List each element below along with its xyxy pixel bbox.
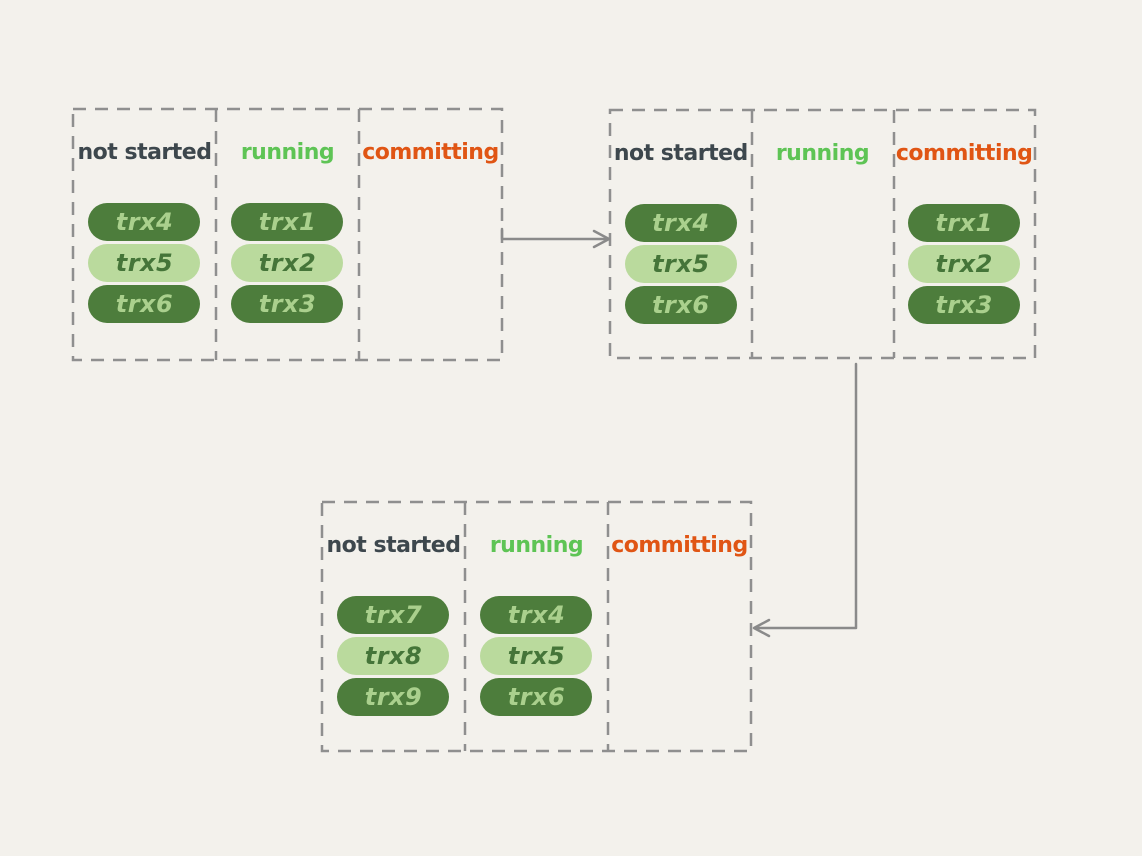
column-label-not-started: not started xyxy=(326,533,461,558)
pill-stack: trx4 trx5 trx6 xyxy=(624,204,737,324)
column-running: running trx4 trx5 trx6 xyxy=(465,502,608,751)
trx-pill: trx6 xyxy=(624,286,737,324)
arrow-state1-to-state2 xyxy=(500,227,611,249)
column-label-not-started: not started xyxy=(613,141,748,166)
trx-pill: trx3 xyxy=(908,286,1021,324)
pill-stack: trx4 trx5 trx6 xyxy=(480,596,593,716)
trx-pill: trx1 xyxy=(231,203,344,241)
column-label-committing: committing xyxy=(895,141,1033,166)
column-label-running: running xyxy=(240,140,335,165)
trx-pill: trx7 xyxy=(337,596,450,634)
column-label-running: running xyxy=(775,141,870,166)
state-box-2-border xyxy=(608,108,1037,360)
column-committing: committing xyxy=(359,109,502,360)
column-committing: committing xyxy=(608,502,751,751)
trx-pill: trx1 xyxy=(908,204,1021,242)
trx-pill: trx5 xyxy=(480,637,593,675)
column-label-committing: committing xyxy=(362,140,499,165)
column-label-running: running xyxy=(489,533,584,558)
state-box-3-border xyxy=(320,500,753,753)
pill-stack: trx4 trx5 trx6 xyxy=(88,203,201,323)
column-not-started: not started trx4 trx5 trx6 xyxy=(73,109,216,360)
trx-pill: trx6 xyxy=(480,678,593,716)
trx-pill: trx3 xyxy=(231,285,344,323)
trx-pill: trx5 xyxy=(624,245,737,283)
trx-pill: trx9 xyxy=(337,678,450,716)
trx-pill: trx4 xyxy=(480,596,593,634)
trx-pill: trx2 xyxy=(231,244,344,282)
column-label-committing: committing xyxy=(611,533,748,558)
column-not-started: not started trx4 trx5 trx6 xyxy=(610,110,752,358)
trx-pill: trx6 xyxy=(88,285,201,323)
trx-pill: trx8 xyxy=(337,637,450,675)
column-not-started: not started trx7 trx8 trx9 xyxy=(322,502,465,751)
pill-stack: trx1 trx2 trx3 xyxy=(231,203,344,323)
column-label-not-started: not started xyxy=(77,140,212,165)
trx-pill: trx4 xyxy=(624,204,737,242)
arrow-state2-to-state3 xyxy=(752,362,858,638)
state-box-3: not started trx7 trx8 trx9 running trx4 … xyxy=(322,502,751,751)
column-running: running xyxy=(752,110,894,358)
trx-pill: trx5 xyxy=(88,244,201,282)
trx-pill: trx4 xyxy=(88,203,201,241)
state-box-2: not started trx4 trx5 trx6 running commi… xyxy=(610,110,1035,358)
pill-stack: trx7 trx8 trx9 xyxy=(337,596,450,716)
trx-pill: trx2 xyxy=(908,245,1021,283)
column-committing: committing trx1 trx2 trx3 xyxy=(893,110,1035,358)
column-running: running trx1 trx2 trx3 xyxy=(216,109,359,360)
state-box-1: not started trx4 trx5 trx6 running trx1 … xyxy=(73,109,502,360)
pill-stack: trx1 trx2 trx3 xyxy=(908,204,1021,324)
